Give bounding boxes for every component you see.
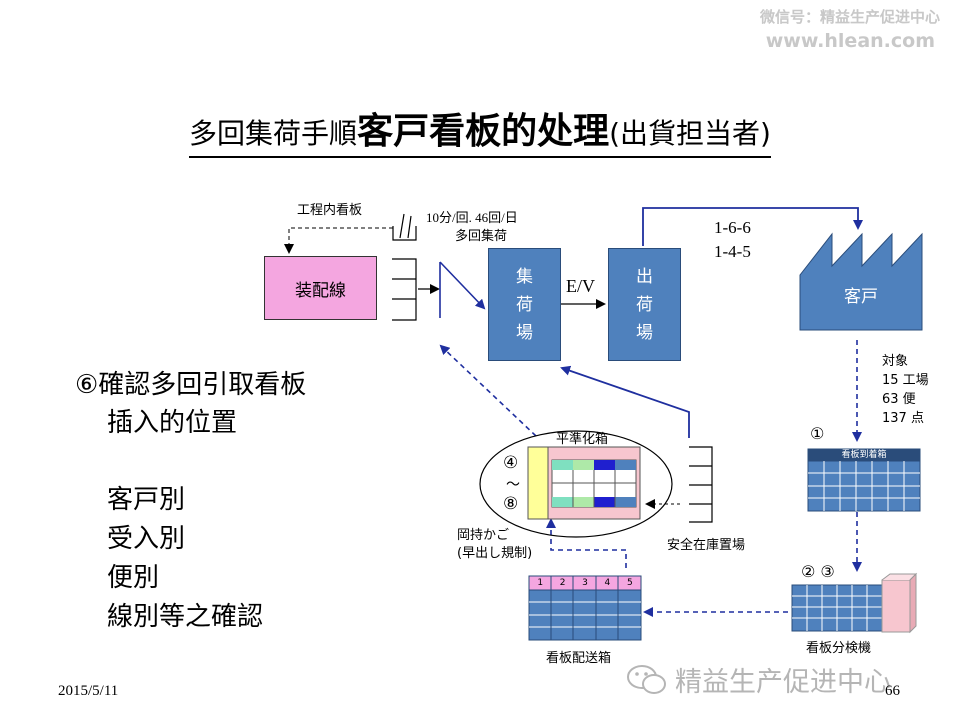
watermark-wechat: 微信号：精益生产促进中心 bbox=[759, 8, 940, 26]
wechat-logo-icon bbox=[627, 665, 666, 694]
slide-title: 多回集荷手順客戸看板的处理(出貨担当者) bbox=[0, 102, 960, 158]
range-tilde: 〜 bbox=[506, 477, 520, 493]
leveling-box-label: 平準化箱 bbox=[556, 432, 609, 447]
kanban-delivery-box-label: 看板配送箱 bbox=[546, 651, 612, 666]
shipping-area-box: 出荷場 bbox=[608, 248, 681, 361]
target-trips: 63 便 bbox=[882, 392, 916, 407]
footer-brand-watermark: 精益生产促进中心 bbox=[675, 667, 891, 698]
assembly-line-box: 装配線 bbox=[264, 256, 377, 320]
by-trip: 便別 bbox=[107, 563, 160, 593]
item6-line2: 插入的位置 bbox=[107, 408, 238, 438]
route-1: 1-6-6 bbox=[714, 218, 751, 237]
leveling-to-line-dashed bbox=[439, 344, 537, 437]
delivery-slot: 2 bbox=[559, 578, 566, 588]
title-part2: 客戸看板的处理 bbox=[357, 111, 610, 152]
range-end: ⑧ bbox=[503, 494, 519, 514]
by-customer: 客戸別 bbox=[107, 485, 186, 515]
title-part3: (出貨担当者) bbox=[609, 117, 771, 150]
kanban-arrival-box-label: 看板到着箱 bbox=[841, 450, 887, 460]
kanban-post-icon bbox=[392, 213, 417, 241]
okamochi-label-1: 岡持かご bbox=[457, 528, 510, 543]
funnel-line bbox=[439, 261, 484, 318]
frequency-line1: 10分/回. 46回/日 bbox=[426, 210, 518, 225]
kanban-arrival-box-grid bbox=[807, 448, 921, 512]
delivery-slot: 3 bbox=[582, 578, 588, 588]
shipping-to-customer-arrow bbox=[642, 207, 863, 246]
delivery-slot: 5 bbox=[626, 578, 633, 588]
page-number: 66 bbox=[885, 683, 900, 699]
delivery-slot: 1 bbox=[537, 578, 544, 588]
kanban-sorter-label: 看板分検機 bbox=[806, 641, 872, 656]
factory-icon bbox=[799, 232, 923, 331]
target-label: 対象 bbox=[882, 354, 909, 369]
safety-to-collection-arrow bbox=[560, 365, 690, 438]
ev-label: E/V bbox=[566, 276, 595, 296]
target-factories: 15 工場 bbox=[882, 373, 929, 388]
safety-stock-rack bbox=[689, 446, 713, 523]
delivery-to-okamochi-dashed bbox=[546, 518, 627, 568]
target-points: 137 点 bbox=[882, 411, 924, 426]
safety-stock-label: 安全在庫置場 bbox=[667, 538, 746, 553]
footer-date: 2015/5/11 bbox=[58, 683, 119, 699]
kanban-delivery-box-grid bbox=[528, 575, 642, 641]
item6-line1: ⑥確認多回引取看板 bbox=[75, 370, 307, 400]
title-part1: 多回集荷手順 bbox=[189, 117, 358, 150]
delivery-slot: 4 bbox=[604, 578, 611, 588]
okamochi-label-2: (早出し規制) bbox=[457, 546, 533, 561]
leveling-box bbox=[527, 446, 641, 520]
customer-label: 客戸 bbox=[844, 287, 878, 307]
range-start: ④ bbox=[503, 453, 519, 473]
route-2: 1-4-5 bbox=[714, 242, 751, 261]
delivery-slot-row: 1 2 3 4 5 bbox=[529, 577, 641, 589]
kanban-return-dashed bbox=[284, 227, 393, 254]
leveling-ellipse bbox=[479, 430, 673, 538]
frequency-line2: 多回集荷 bbox=[455, 229, 508, 244]
collection-area-box: 集荷場 bbox=[488, 248, 561, 361]
step-1-marker: ① bbox=[810, 424, 825, 443]
step-23-marker: ② ③ bbox=[801, 562, 835, 581]
by-receiving: 受入別 bbox=[107, 524, 186, 554]
kanban-sorter-machine bbox=[791, 572, 918, 634]
kanban-in-process-label: 工程内看板 bbox=[297, 203, 363, 218]
watermark-url: www.hlean.com bbox=[765, 30, 935, 52]
line-side-rack bbox=[392, 258, 417, 321]
by-line: 線別等之確認 bbox=[107, 602, 264, 632]
